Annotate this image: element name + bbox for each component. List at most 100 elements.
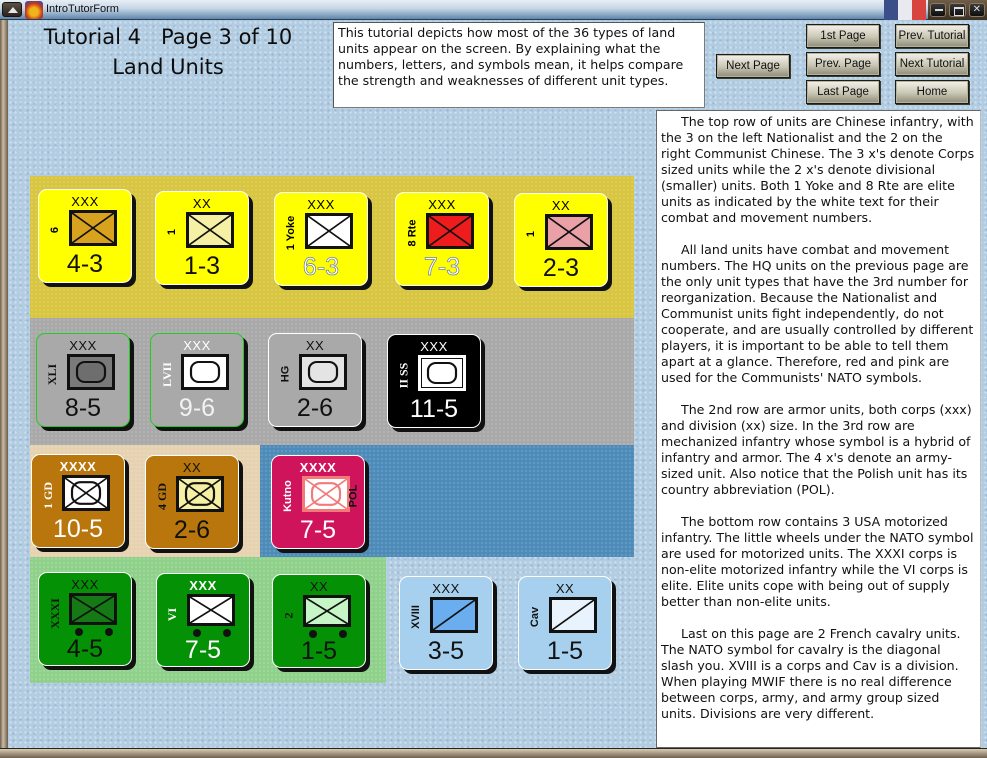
paragraph-chinese-infantry: The top row of units are Chinese infantr…	[661, 114, 975, 225]
combat-movement-values: 11-5	[409, 395, 459, 423]
infantry-symbol-icon	[69, 210, 117, 246]
home-button[interactable]: Home	[895, 80, 969, 104]
combat-movement-values: 2-3	[542, 254, 580, 282]
unit-ident: XXXI	[47, 597, 62, 629]
maximize-button[interactable]	[949, 3, 966, 17]
unit-size: XXXX	[299, 460, 337, 475]
unit-size: XX	[551, 198, 571, 213]
combat-movement-values: 6-3	[302, 253, 340, 282]
combat-movement-values: 10-5	[52, 515, 104, 543]
unit-size: XXX	[428, 197, 456, 212]
explanation-text-box[interactable]: The top row of units are Chinese infantr…	[656, 110, 981, 748]
armor-symbol-icon	[181, 354, 229, 390]
wheels-icon	[73, 628, 115, 636]
unit-ident: 1	[166, 228, 178, 236]
unit-counter-polish-kutno[interactable]: XXXX Kutno POL 7-5	[271, 455, 365, 549]
unit-counter-usa-vi[interactable]: XXX VI 7-5	[156, 573, 250, 667]
motorized-infantry-symbol-icon	[69, 593, 117, 625]
unit-ident: 1	[525, 230, 537, 238]
unit-size: XXX	[420, 339, 448, 354]
paragraph-armor-mechanized: The 2nd row are armor units, both corps …	[661, 402, 972, 497]
paragraph-combat-movement: All land units have combat and movement …	[661, 242, 974, 385]
unit-counter-chinese-6[interactable]: XXX 6 4-3	[38, 189, 132, 283]
infantry-symbol-icon	[305, 213, 353, 249]
motorized-infantry-symbol-icon	[303, 595, 351, 627]
unit-counter-chinese-8-rte[interactable]: XXX 8 Rte 7-3	[395, 192, 489, 286]
country-abbreviation: POL	[347, 484, 359, 508]
unit-ident: 8 Rte	[406, 219, 418, 247]
close-button[interactable]: ✕	[968, 3, 985, 17]
unit-counter-communist-1[interactable]: XX 1 2-3	[514, 193, 608, 287]
combat-movement-values: 7-3	[423, 253, 461, 282]
unit-counter-chinese-1-yoke[interactable]: XXX 1 Yoke 6-3	[274, 192, 368, 286]
unit-ident: LVII	[159, 361, 174, 387]
unit-counter-german-lvii[interactable]: XXX LVII 9-6	[150, 333, 244, 427]
unit-ident: Kutno	[282, 480, 295, 512]
unit-size: XX	[305, 338, 325, 353]
mechanized-symbol-icon	[302, 476, 350, 512]
unit-ident: XLI	[45, 363, 60, 385]
system-menu-button[interactable]	[2, 2, 22, 17]
combat-movement-values: 7-5	[184, 636, 222, 664]
infantry-symbol-icon	[545, 214, 593, 250]
unit-size: XX	[555, 581, 575, 596]
unit-ident: II SS	[396, 362, 411, 388]
cavalry-symbol-icon	[549, 597, 597, 633]
unit-size: XXX	[71, 577, 99, 592]
next-page-button[interactable]: Next Page	[716, 54, 790, 78]
unit-ident: 1 GD	[40, 481, 55, 509]
unit-counter-soviet-1-gd[interactable]: XXXX 1 GD 10-5	[31, 454, 125, 548]
unit-ident: 1 Yoke	[285, 215, 298, 251]
window-controls: ✕	[928, 0, 987, 20]
unit-ident: Cav	[529, 606, 541, 628]
unit-size: XX	[182, 460, 202, 475]
window-frame-bottom	[0, 748, 987, 758]
topic-heading: Land Units	[112, 55, 224, 79]
unit-size: XX	[309, 579, 329, 594]
cavalry-symbol-icon	[430, 597, 478, 633]
combat-movement-values: 9-6	[178, 394, 216, 422]
window-title: IntroTutorForm	[46, 3, 119, 15]
unit-ident: 6	[49, 226, 61, 234]
unit-ident: 2	[281, 612, 296, 618]
unit-size: XXX	[432, 581, 460, 596]
unit-counter-soviet-4-gd[interactable]: XX 4 GD 2-6	[145, 455, 239, 549]
next-tutorial-button[interactable]: Next Tutorial	[895, 52, 969, 76]
mechanized-symbol-icon	[62, 475, 110, 511]
unit-size: XXX	[71, 194, 99, 209]
unit-counter-french-xviii[interactable]: XXX XVIII 3-5	[399, 576, 493, 670]
combat-movement-values: 3-5	[427, 637, 465, 665]
combat-movement-values: 2-6	[173, 516, 211, 544]
infantry-symbol-icon	[186, 212, 234, 248]
unit-counter-french-cav[interactable]: XX Cav 1-5	[518, 576, 612, 670]
motorized-infantry-symbol-icon	[187, 594, 235, 626]
wheels-icon	[191, 629, 233, 637]
unit-counter-chinese-1[interactable]: XX 1 1-3	[155, 191, 249, 285]
last-page-button[interactable]: Last Page	[806, 80, 880, 104]
tutorial-page-heading: Tutorial 4 Page 3 of 10	[43, 25, 293, 49]
unit-size: XXX	[307, 197, 335, 212]
page-title: Tutorial 4 Page 3 of 10 Land Units	[38, 22, 298, 82]
unit-size: XXX	[69, 338, 97, 353]
paragraph-cavalry: Last on this page are 2 French cavalry u…	[661, 626, 961, 721]
combat-movement-values: 4-5	[66, 635, 104, 663]
prev-page-button[interactable]: Prev. Page	[806, 52, 880, 76]
minimize-button[interactable]	[930, 3, 947, 17]
combat-movement-values: 2-6	[296, 394, 334, 422]
first-page-button[interactable]: 1st Page	[806, 24, 880, 48]
unit-counter-usa-xxxi[interactable]: XXX XXXI 4-5	[38, 572, 132, 666]
combat-movement-values: 1-5	[546, 637, 584, 665]
combat-movement-values: 4-3	[66, 250, 104, 278]
unit-counter-german-hg[interactable]: XX HG 2-6	[268, 333, 362, 427]
unit-size: XXXX	[59, 459, 97, 474]
unit-ident: XVIII	[410, 605, 422, 629]
combat-movement-values: 1-3	[183, 252, 221, 280]
unit-counter-usa-2[interactable]: XX 2 1-5	[272, 574, 366, 668]
app-logo-icon	[25, 1, 43, 19]
unit-ident: HG	[279, 365, 291, 383]
combat-movement-values: 7-5	[299, 516, 337, 544]
prev-tutorial-button[interactable]: Prev. Tutorial	[895, 24, 969, 48]
unit-counter-german-ii-ss[interactable]: XXX II SS 11-5	[387, 334, 481, 428]
unit-counter-german-xli[interactable]: XXX XLI 8-5	[36, 333, 130, 427]
wheels-icon	[307, 630, 349, 638]
